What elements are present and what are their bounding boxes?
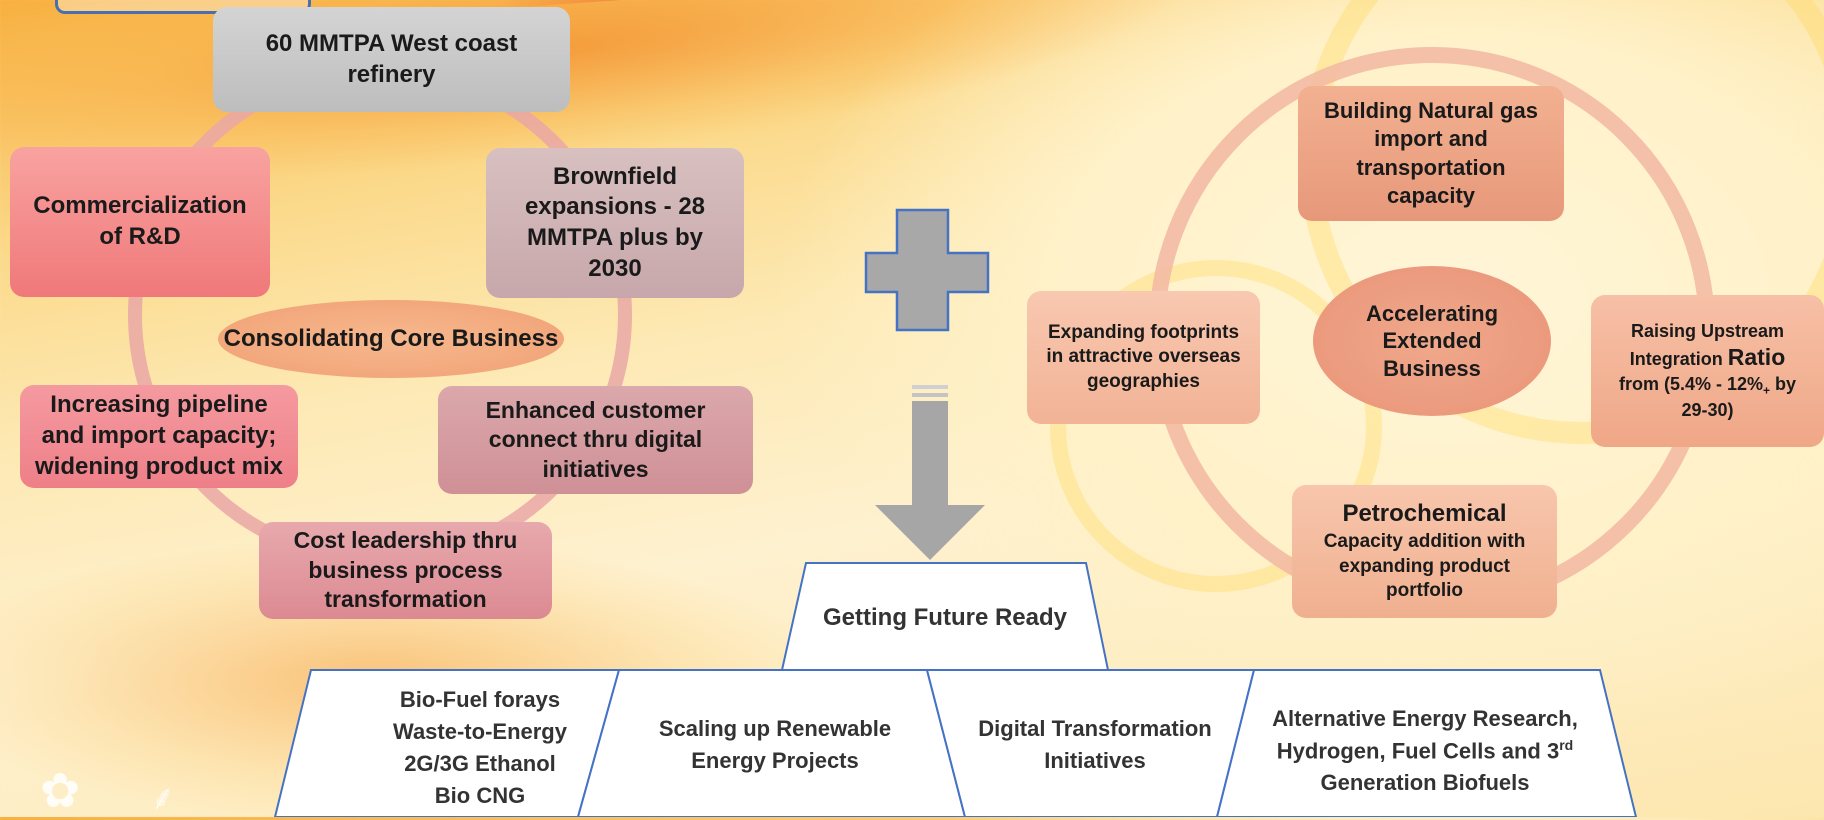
pillar-3-text: Digital Transformation Initiatives <box>978 716 1212 773</box>
pillar-3-shape <box>925 669 1256 817</box>
refinery-box: 60 MMTPA West coast refinery <box>213 7 570 112</box>
pillar-2-shape <box>576 669 967 817</box>
upstream-sub: + <box>1763 383 1771 398</box>
upstream-line-4: 29-30) <box>1681 399 1734 420</box>
upstream-line-3a: from (5.4% - 12% <box>1618 373 1763 394</box>
customer-box: Enhanced customer connect thru digital i… <box>438 386 753 494</box>
flower-icon: ✿ <box>40 765 81 818</box>
brownfield-box: Brownfield expansions - 28 MMTPA plus by… <box>486 148 744 298</box>
pillar-4-line-3: Generation Biofuels <box>1320 770 1530 796</box>
upstream-line-1: Raising Upstream <box>1630 321 1785 342</box>
upstream-line-2: Integration Ratio <box>1630 343 1786 372</box>
upstream-line-3b: by <box>1770 373 1797 394</box>
pillar-1-shape <box>273 669 621 817</box>
pillar-4-line-2a: Hydrogen, Fuel Cells and 3 <box>1276 738 1560 764</box>
pillar-1-text: Bio-Fuel forays Waste-to-Energy 2G/3G Et… <box>393 687 567 808</box>
extended-center-ellipse: Accelerating Extended Business <box>1313 266 1551 416</box>
petrochemical-box: Petrochemical Capacity addition with exp… <box>1292 485 1557 618</box>
rnd-box: Commercialization of R&D <box>10 147 270 297</box>
pillar-4-shape <box>1215 669 1638 817</box>
plus-icon <box>864 208 990 332</box>
pillar-4-line-2: Hydrogen, Fuel Cells and 3rd <box>1277 735 1573 767</box>
pipeline-box: Increasing pipeline and import capacity;… <box>20 385 298 488</box>
upstream-line-2a: Integration <box>1629 349 1728 370</box>
core-center-ellipse: Consolidating Core Business <box>218 300 564 378</box>
upstream-box: Raising Upstream Integration Ratio from … <box>1591 295 1824 447</box>
petro-title: Petrochemical <box>1342 500 1507 528</box>
petro-subtitle: Capacity addition with expanding product… <box>1323 530 1526 602</box>
pillar-2-text: Scaling up Renewable Energy Projects <box>658 716 892 773</box>
natural-gas-box: Building Natural gas import and transpor… <box>1298 86 1564 221</box>
pillar-4-sup: rd <box>1559 736 1574 753</box>
extended-center-text: Accelerating Extended Business <box>1365 300 1499 381</box>
overseas-box: Expanding footprints in attractive overs… <box>1027 291 1260 424</box>
pillar-4-line-1: Alternative Energy Research, <box>1272 706 1578 731</box>
cost-box: Cost leadership thru business process tr… <box>259 522 552 619</box>
upstream-line-3: from (5.4% - 12%+ by <box>1619 373 1796 399</box>
pillar-4-text: Alternative Energy Research, Hydrogen, F… <box>1250 696 1600 806</box>
upstream-ratio: Ratio <box>1727 344 1786 371</box>
future-ready-title: Getting Future Ready <box>822 604 1068 632</box>
down-arrow-icon <box>875 385 985 560</box>
